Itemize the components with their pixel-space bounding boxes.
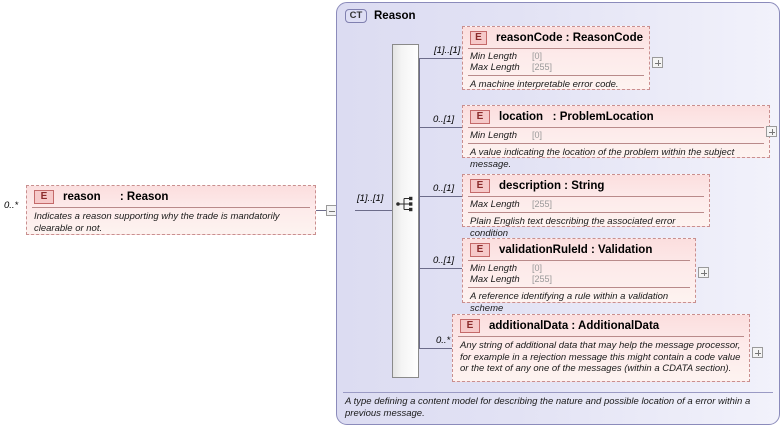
divider — [458, 336, 744, 337]
element-header-description: E description : String — [463, 175, 709, 196]
element-documentation-location: A value indicating the location of the p… — [470, 147, 735, 170]
element-badge-icon: E — [470, 109, 490, 124]
facet-value: [255] — [532, 199, 553, 209]
element-documentation-additionalData: Any string of additional data that may h… — [460, 340, 741, 374]
facet-row: Min Length [0] — [470, 51, 643, 62]
divider — [468, 260, 690, 261]
tree-branch-line-2 — [419, 127, 462, 128]
element-box-additionalData[interactable]: E additionalData : AdditionalData Any st… — [452, 314, 750, 382]
divider — [468, 143, 764, 144]
element-documentation-validationRuleId: A reference identifying a rule within a … — [470, 291, 669, 314]
divider — [32, 207, 310, 208]
element-badge-icon: E — [470, 242, 490, 257]
element-badge-icon: E — [460, 318, 480, 333]
element-box-description[interactable]: E description : String Max Length [255] … — [462, 174, 710, 239]
element-name-additionalData: additionalData : AdditionalData — [489, 319, 660, 332]
facet-label: Max Length — [470, 62, 520, 73]
element-documentation-reason: Indicates a reason supporting why the tr… — [34, 211, 280, 234]
facet-row: Max Length [255] — [470, 62, 643, 73]
facet-value: [0] — [532, 51, 543, 61]
element-documentation-description: Plain English text describing the associ… — [470, 216, 676, 239]
element-documentation-reasonCode: A machine interpretable error code. — [470, 79, 619, 90]
facet-row: Max Length [255] — [470, 274, 689, 285]
facet-label: Max Length — [470, 274, 520, 285]
connector-line-to-sequence — [355, 210, 392, 211]
facet-list-validationRuleId: Min Length [0] Max Length [255] — [463, 261, 695, 287]
divider — [468, 127, 764, 128]
tree-branch-line-5 — [419, 348, 462, 349]
expand-toggle-additionalData[interactable] — [752, 347, 763, 358]
element-box-validationRuleId[interactable]: E validationRuleId : Validation Min Leng… — [462, 238, 696, 314]
facet-value: [255] — [532, 62, 553, 72]
facet-list-location: Min Length [0] — [463, 128, 769, 143]
complex-type-title: Reason — [374, 10, 416, 22]
divider — [343, 392, 773, 393]
sequence-icon — [396, 196, 413, 212]
sequence-multiplicity-label: [1]..[1] — [357, 193, 384, 204]
tree-branch-line-4 — [419, 268, 462, 269]
tree-branch-line-3 — [419, 196, 462, 197]
facet-list-reasonCode: Min Length [0] Max Length [255] — [463, 49, 649, 75]
element-badge-icon: E — [470, 178, 490, 193]
element-name-reason: reason : Reason — [63, 190, 169, 203]
complex-type-header: CT Reason — [345, 9, 416, 23]
element-header-location: E location : ProblemLocation — [463, 106, 769, 127]
element-header-reason: E reason : Reason — [27, 186, 315, 207]
element-name-location: location : ProblemLocation — [499, 110, 654, 123]
facet-label: Max Length — [470, 199, 520, 210]
element-name-validationRuleId: validationRuleId : Validation — [499, 243, 653, 256]
tree-branch-line-1 — [419, 58, 462, 59]
divider — [468, 48, 644, 49]
multiplicity-label-description: 0..[1] — [433, 183, 455, 194]
element-box-reasonCode[interactable]: E reasonCode : ReasonCode Min Length [0]… — [462, 26, 650, 90]
element-name-description: description : String — [499, 179, 605, 192]
complex-type-badge-icon: CT — [345, 9, 367, 23]
element-name-reasonCode: reasonCode : ReasonCode — [496, 31, 643, 44]
multiplicity-label-validationRuleId: 0..[1] — [433, 255, 455, 266]
sequence-compositor-bar[interactable] — [392, 44, 419, 378]
root-multiplicity-label: 0..* — [4, 200, 19, 211]
element-header-additionalData: E additionalData : AdditionalData — [453, 315, 749, 336]
divider — [468, 196, 704, 197]
expand-toggle-validationRuleId[interactable] — [698, 267, 709, 278]
facet-value: [0] — [532, 263, 543, 273]
facet-label: Min Length — [470, 130, 518, 141]
facet-label: Min Length — [470, 51, 518, 62]
multiplicity-label-additionalData: 0..* — [436, 335, 451, 346]
facet-row: Max Length [255] — [470, 199, 703, 210]
expand-toggle-location[interactable] — [766, 126, 777, 137]
divider — [468, 287, 690, 288]
facet-value: [255] — [532, 274, 553, 284]
facet-value: [0] — [532, 130, 543, 140]
connector-line-root-left — [316, 210, 326, 211]
element-badge-icon: E — [470, 30, 488, 45]
element-header-reasonCode: E reasonCode : ReasonCode — [463, 27, 649, 48]
multiplicity-label-location: 0..[1] — [433, 114, 455, 125]
divider — [468, 75, 644, 76]
facet-row: Min Length [0] — [470, 130, 763, 141]
multiplicity-label-reasonCode: [1]..[1] — [434, 45, 461, 56]
tree-trunk-line — [419, 58, 420, 348]
divider — [468, 212, 704, 213]
facet-row: Min Length [0] — [470, 263, 689, 274]
complex-type-documentation: A type defining a content model for desc… — [345, 396, 751, 419]
element-badge-icon: E — [34, 189, 54, 204]
facet-label: Min Length — [470, 263, 518, 274]
element-box-location[interactable]: E location : ProblemLocation Min Length … — [462, 105, 770, 170]
element-box-reason[interactable]: E reason : Reason Indicates a reason sup… — [26, 185, 316, 235]
element-header-validationRuleId: E validationRuleId : Validation — [463, 239, 695, 260]
facet-list-description: Max Length [255] — [463, 197, 709, 212]
expand-toggle-reasonCode[interactable] — [652, 57, 663, 68]
